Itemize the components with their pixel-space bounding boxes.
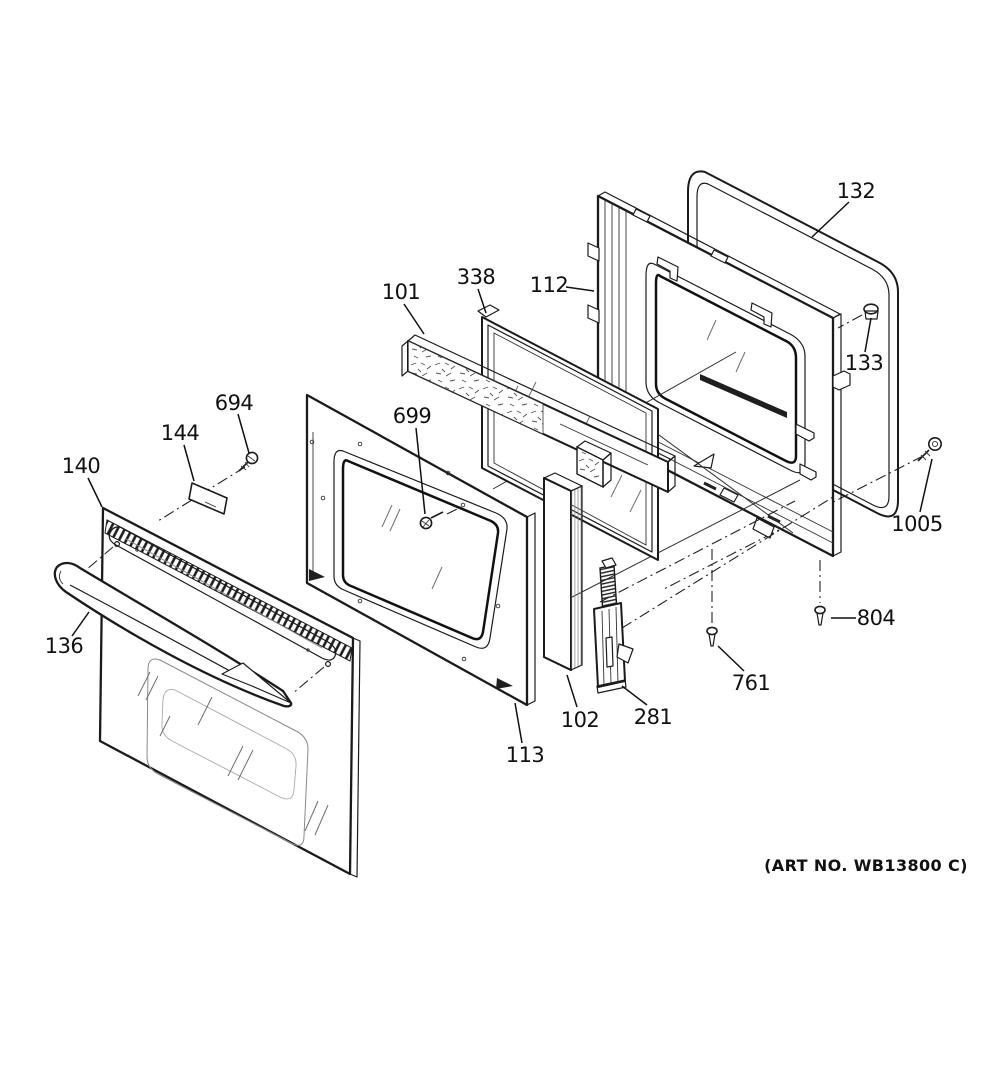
callout-133: 133 (845, 351, 884, 375)
screw-699 (419, 502, 466, 530)
callout-132: 132 (837, 179, 876, 203)
callout-338: 338 (457, 265, 496, 289)
callout-140: 140 (62, 454, 101, 478)
handle-mount-holes (113, 540, 332, 667)
insulation-strip-top (401, 334, 676, 493)
screw-1005 (661, 436, 942, 591)
cap-fastener-133 (837, 303, 879, 329)
door-hinge (593, 496, 834, 694)
insulation-strip-side (543, 472, 583, 671)
callout-761: 761 (732, 671, 771, 695)
screw-694 (238, 451, 259, 472)
insulation-block-upper (576, 440, 612, 489)
callout-101: 101 (382, 280, 421, 304)
callout-804: 804 (857, 606, 896, 630)
front-door-panel (85, 506, 361, 878)
callout-699: 699 (393, 404, 432, 428)
callout-113: 113 (506, 743, 545, 767)
callout-694: 694 (215, 391, 254, 415)
screw-holes (309, 439, 501, 662)
screw-804 (814, 560, 826, 626)
art-number: (ART NO. WB13800 C) (764, 856, 968, 875)
leader-lines (71, 201, 933, 744)
screw-761 (706, 549, 718, 647)
callout-281: 281 (634, 705, 673, 729)
door-liner-panel (587, 191, 851, 558)
door-reflections (137, 671, 329, 836)
door-handle (53, 561, 293, 708)
badge-plate (157, 466, 246, 522)
callout-102: 102 (561, 708, 600, 732)
callout-1005: 1005 (891, 512, 942, 536)
callout-112: 112 (530, 273, 569, 297)
callout-136: 136 (45, 634, 84, 658)
inner-door-panel (305, 393, 536, 707)
callout-labels: 132 338 101 112 133 694 144 699 140 1005… (45, 179, 968, 875)
callout-144: 144 (161, 421, 200, 445)
